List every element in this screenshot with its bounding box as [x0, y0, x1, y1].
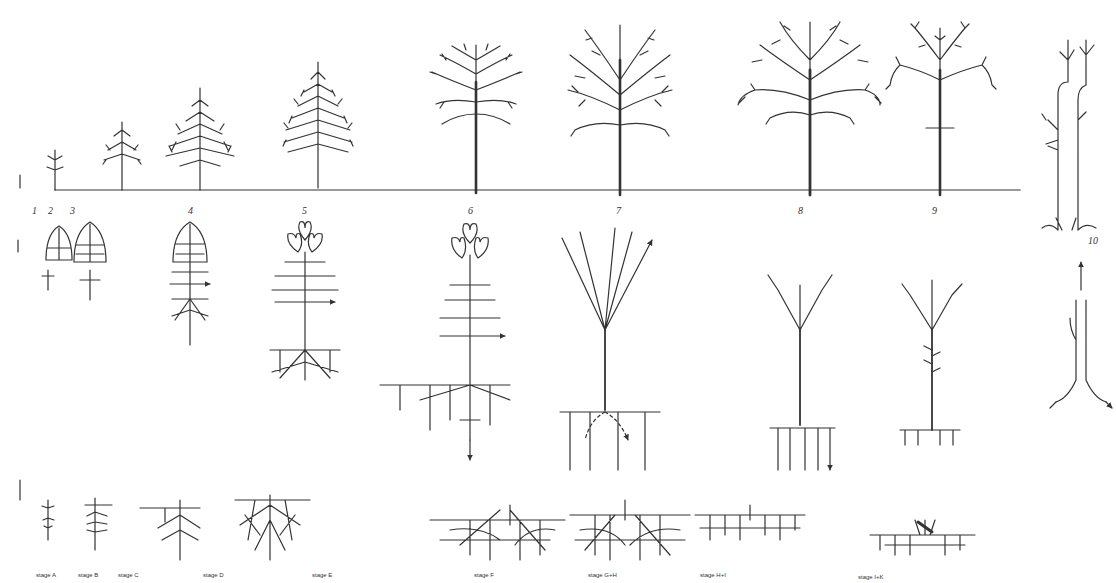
stage-label: stage H+I	[700, 572, 726, 578]
stage-label: stage B	[78, 572, 98, 578]
stage-number: 6	[468, 206, 473, 216]
stage-number: 9	[932, 206, 937, 216]
stage-label: stage E	[312, 572, 332, 578]
stage-number: 2	[48, 206, 53, 216]
stage-label: stage I+K	[858, 574, 884, 580]
stage-number: 10	[1088, 236, 1098, 246]
stage-label: stage C	[118, 572, 139, 578]
stage-number: 8	[798, 206, 803, 216]
stage-label: stage A	[36, 572, 56, 578]
stage-number: 4	[188, 206, 193, 216]
stage-label: stage G+H	[588, 572, 617, 578]
stage-number: 1	[32, 206, 37, 216]
stage-label: stage D	[203, 572, 224, 578]
stage-number: 7	[616, 206, 621, 216]
stage-label: stage F	[474, 572, 494, 578]
stage-number: 3	[70, 206, 75, 216]
stage-number: 5	[302, 206, 307, 216]
